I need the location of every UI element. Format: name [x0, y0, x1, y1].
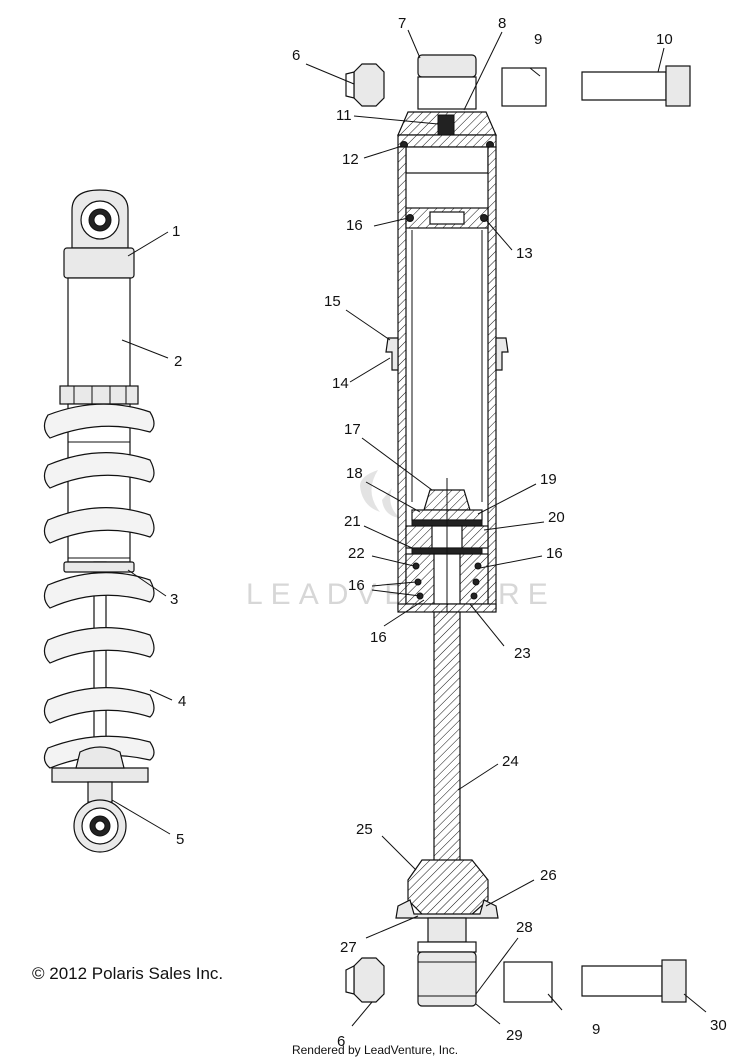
rendered-by-notice: Rendered by LeadVenture, Inc. — [291, 1043, 459, 1057]
callout-6-bottom: 6 — [337, 1033, 345, 1050]
reservoir-cap — [63, 247, 135, 279]
clip-right — [495, 337, 509, 371]
callout-20: 20 — [548, 509, 565, 526]
callout-6-top: 6 — [292, 47, 300, 64]
clip-left — [385, 337, 399, 371]
callout-4: 4 — [178, 693, 186, 710]
bolt-bottom-shank — [581, 965, 663, 997]
callout-15: 15 — [324, 293, 341, 310]
callout-18: 18 — [346, 465, 363, 482]
callout-16-a: 16 — [346, 217, 363, 234]
callout-12: 12 — [342, 151, 359, 168]
callout-16-d: 16 — [370, 629, 387, 646]
callout-14: 14 — [332, 375, 349, 392]
callout-2: 2 — [174, 353, 182, 370]
callout-19: 19 — [540, 471, 557, 488]
callout-10: 10 — [656, 31, 673, 48]
callout-22: 22 — [348, 545, 365, 562]
callout-21: 21 — [344, 513, 361, 530]
callout-25: 25 — [356, 821, 373, 838]
bolt-top-shank — [581, 71, 667, 101]
shock-body-lower — [67, 403, 131, 563]
spacer-top — [501, 67, 547, 107]
lower-clevis-stem — [427, 917, 467, 943]
coil-spring — [43, 403, 155, 769]
callout-9-bottom: 9 — [592, 1021, 600, 1038]
callouts: 1 2 3 4 5 6 6 7 8 9 9 10 11 12 13 14 15 … — [170, 15, 727, 1050]
callout-9-top: 9 — [534, 31, 542, 48]
spring-seat — [63, 561, 135, 573]
cylinder-head — [397, 134, 497, 148]
lower-eye-stem — [87, 781, 113, 803]
callout-27: 27 — [340, 939, 357, 956]
spacer-bottom — [503, 961, 553, 1003]
lock-nut-top — [353, 63, 385, 107]
top-mount-bushing — [417, 76, 477, 110]
air-valve — [437, 114, 455, 136]
callout-28: 28 — [516, 919, 533, 936]
body-wall-left — [397, 146, 407, 610]
callout-13: 13 — [516, 245, 533, 262]
callout-11: 11 — [336, 107, 352, 124]
piston-shaft — [433, 611, 461, 871]
callout-3: 3 — [170, 591, 178, 608]
callout-8: 8 — [498, 15, 506, 32]
shock-body — [67, 277, 131, 391]
callout-7: 7 — [398, 15, 406, 32]
callout-30: 30 — [710, 1017, 727, 1034]
callout-16-b: 16 — [546, 545, 563, 562]
callout-29: 29 — [506, 1027, 523, 1044]
callout-26: 26 — [540, 867, 557, 884]
lower-mount-bushing — [417, 951, 477, 1007]
callout-24: 24 — [502, 753, 519, 770]
bolt-bottom-head — [661, 959, 687, 1003]
callout-1: 1 — [172, 223, 180, 240]
assembled-shock — [43, 189, 155, 853]
bumper — [75, 746, 125, 769]
lower-retainer — [51, 767, 149, 783]
upper-chamber — [405, 146, 489, 174]
callout-23: 23 — [514, 645, 531, 662]
bolt-top-head — [665, 65, 691, 107]
cutaway-shock — [345, 54, 691, 1007]
callout-5: 5 — [176, 831, 184, 848]
bottom-out-bumper — [407, 859, 489, 917]
copyright-notice: © 2012 Polaris Sales Inc. — [32, 964, 224, 983]
callout-16-c: 16 — [348, 577, 365, 594]
body-wall-right — [487, 146, 497, 610]
lock-nut-bottom — [353, 957, 385, 1003]
callout-17: 17 — [344, 421, 361, 438]
top-mount-cap — [417, 54, 477, 78]
leader-lines — [111, 29, 707, 1027]
